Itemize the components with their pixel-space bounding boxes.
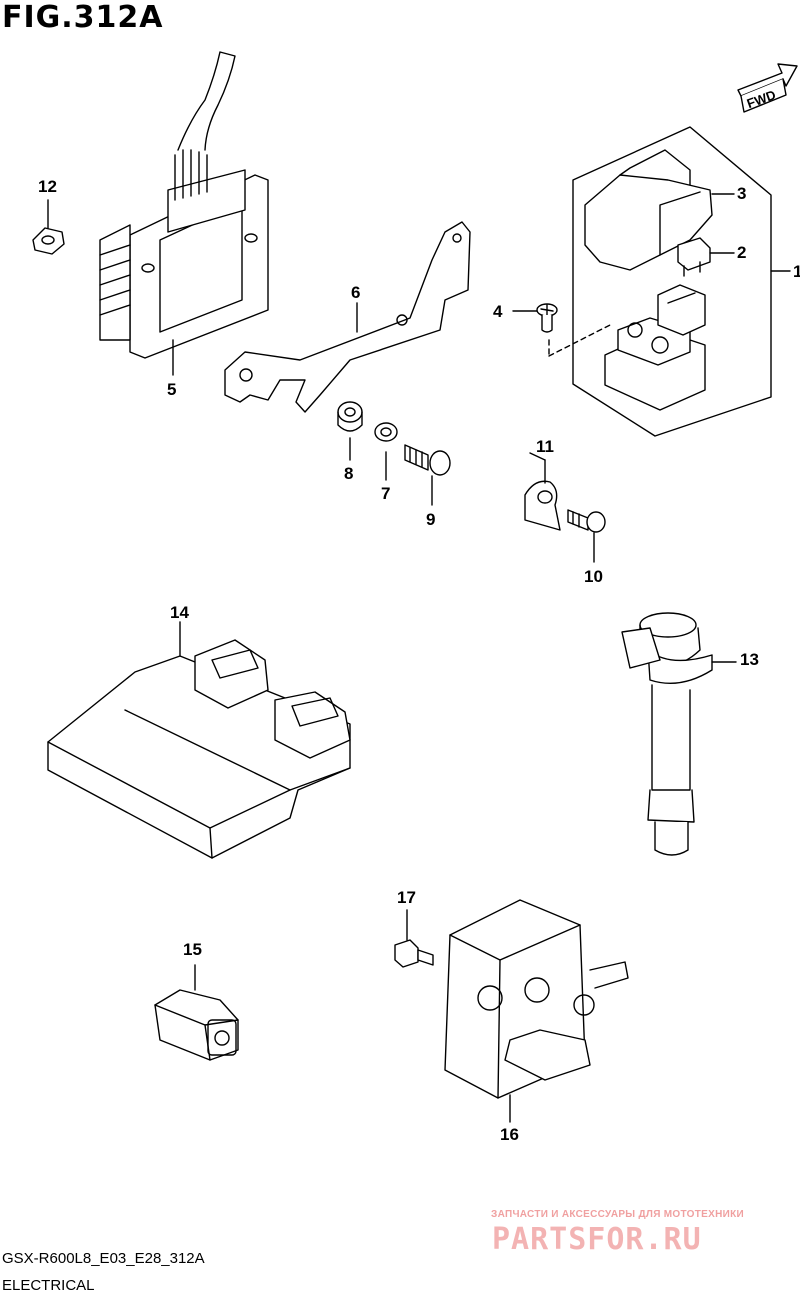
callout-8: 8 [344,464,354,483]
callout-1: 1 [793,262,800,281]
callout-7: 7 [381,484,391,503]
figure-title: FIG.312A [2,0,164,35]
callout-15: 15 [183,940,202,959]
fuse [677,237,735,277]
section-name: ELECTRICAL [2,1277,95,1294]
callout-16: 16 [500,1125,519,1144]
callout-17: 17 [397,888,416,907]
ignition-coil [621,612,737,856]
fwd-arrow-icon: FWD [737,63,798,113]
collar [374,422,398,481]
callout-3: 3 [737,184,747,203]
clamp-bolt [567,509,606,563]
watermark-logo: PARTSFOR.RU [492,1222,702,1257]
callout-4: 4 [493,302,503,321]
model-code: GSX-R600L8_E03_E28_312A [2,1250,205,1267]
callout-13: 13 [740,650,759,669]
callout-11: 11 [536,437,554,456]
relay-cover [584,149,735,271]
grommet [337,401,363,461]
callout-10: 10 [584,567,603,586]
mounting-bracket [224,221,471,413]
relay-screw [512,303,611,357]
sensor-bolt [394,909,434,968]
callout-5: 5 [167,380,177,399]
callout-14: 14 [170,603,189,622]
callout-2: 2 [737,243,747,262]
starter-relay [604,284,706,411]
sensor [154,964,239,1061]
nut [32,199,65,255]
sensor-assembly [444,899,629,1123]
regulator-rectifier [99,51,269,376]
starter-relay-group-box [572,126,791,437]
engine-control-module [47,621,351,859]
callout-12: 12 [38,177,57,196]
watermark-tagline: ЗАПЧАСТИ И АКСЕССУАРЫ ДЛЯ МОТОТЕХНИКИ [491,1209,744,1220]
callout-9: 9 [426,510,436,529]
callout-6: 6 [351,283,361,302]
bracket-bolt [404,444,451,506]
wire-clamp [524,459,561,531]
